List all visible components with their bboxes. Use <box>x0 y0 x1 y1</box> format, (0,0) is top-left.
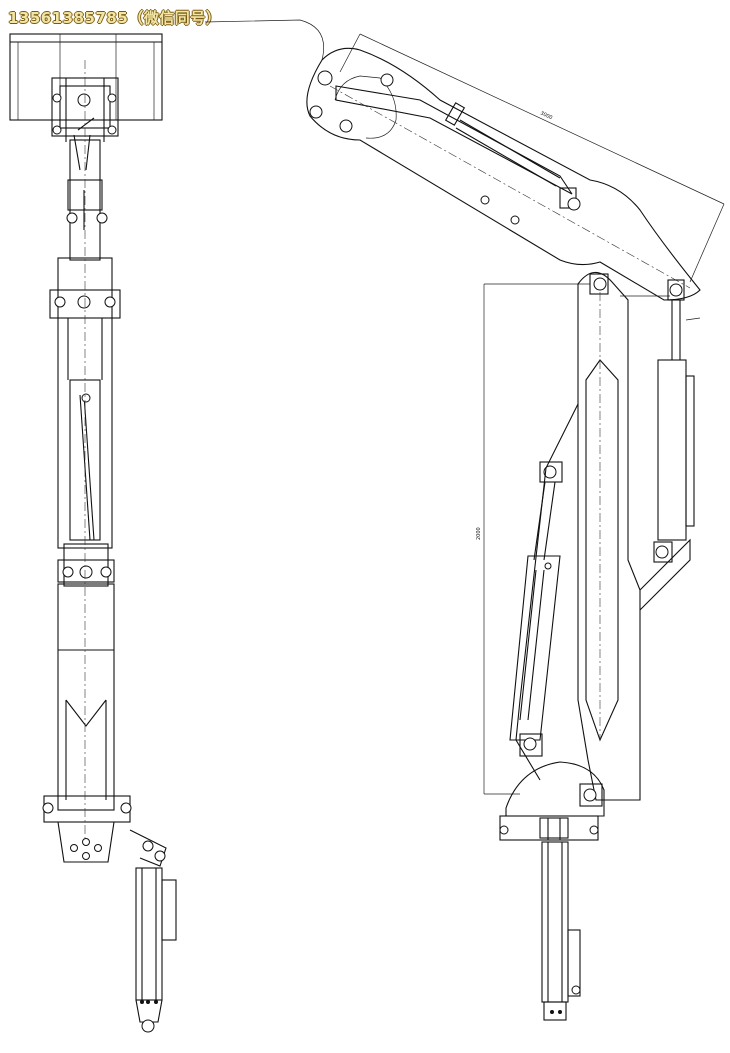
vertical-dimension: 2000 <box>476 283 590 795</box>
telescopic-boom <box>57 583 115 811</box>
upright-boom <box>577 271 670 801</box>
front-view <box>9 33 177 1033</box>
mounting-plate <box>9 33 163 121</box>
boom-joint <box>57 543 115 587</box>
boom-head <box>42 795 132 863</box>
top-bracket <box>51 77 119 171</box>
hook-cylinder <box>135 867 177 1033</box>
left-lift-cylinder <box>509 403 579 781</box>
link-arm <box>129 829 167 867</box>
watermark-phone-number: 13561385785（微信同号） <box>8 9 222 27</box>
side-view: 3000 2000 <box>306 33 725 1021</box>
right-lift-cylinder <box>639 279 701 611</box>
upper-dimension-label: 3000 <box>539 110 553 121</box>
upper-jib <box>306 47 701 301</box>
upper-dimension: 3000 <box>339 33 725 283</box>
swivel-base <box>499 761 605 841</box>
watermark-leader-line <box>204 19 324 61</box>
vertical-dimension-label: 2000 <box>476 527 482 540</box>
lower-cylinder <box>541 841 581 1021</box>
